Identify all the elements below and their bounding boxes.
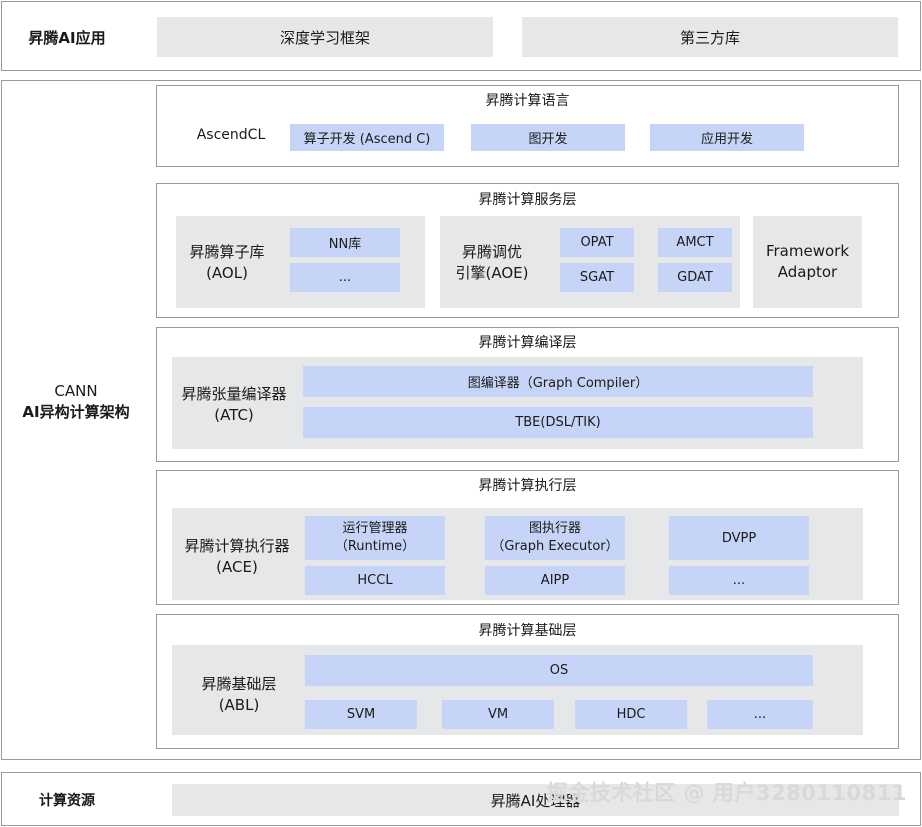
graph-executor-box: 图执行器 （Graph Executor） — [485, 516, 625, 560]
runtime-line1: 运行管理器 — [342, 521, 408, 536]
vm-box: VM — [442, 700, 554, 729]
graph-dev-box: 图开发 — [471, 124, 625, 151]
abl-label-line2: (ABL) — [218, 696, 260, 714]
runtime-line2: （Runtime） — [334, 539, 416, 554]
svm-box: SVM — [305, 700, 417, 729]
gdat-box: GDAT — [658, 263, 732, 292]
atc-label-line2: (ATC) — [214, 406, 254, 424]
aol-label-line2: (AOL) — [206, 264, 248, 282]
graph-compiler-box: 图编译器（Graph Compiler） — [303, 366, 813, 397]
service-layer-title: 昇腾计算服务层 — [478, 192, 577, 208]
framework-adaptor-line2: Adaptor — [777, 263, 838, 281]
cann-label: CANN AI异构计算架构 — [6, 380, 146, 424]
cann-label-line1: CANN — [54, 382, 98, 400]
cann-label-line2: AI异构计算架构 — [22, 403, 130, 421]
tbe-box: TBE(DSL/TIK) — [303, 407, 813, 438]
language-layer-title: 昇腾计算语言 — [485, 93, 570, 109]
aoe-label: 昇腾调优 引擎(AOE) — [446, 240, 538, 286]
hccl-box: HCCL — [305, 566, 445, 595]
ace-label: 昇腾计算执行器 (ACE) — [174, 534, 300, 580]
execute-layer-title: 昇腾计算执行层 — [478, 478, 577, 494]
aol-label-line1: 昇腾算子库 — [189, 243, 265, 261]
watermark: 掘金技术社区 @ 用户3280110811 — [546, 781, 907, 805]
graph-executor-line1: 图执行器 — [528, 521, 581, 536]
opat-box: OPAT — [560, 228, 634, 257]
hdc-box: HDC — [575, 700, 687, 729]
ascendcl-label: AscendCL — [196, 127, 266, 143]
graph-executor-line2: （Graph Executor） — [491, 539, 619, 554]
abl-label-line1: 昇腾基础层 — [201, 675, 277, 693]
ace-label-line2: (ACE) — [216, 558, 258, 576]
base-layer-title: 昇腾计算基础层 — [478, 623, 577, 639]
aoe-label-line2: 引擎(AOE) — [455, 264, 529, 282]
ascend-processor-box: 昇腾AI处理器 — [172, 784, 899, 816]
aol-more-box: ... — [290, 263, 400, 292]
atc-label-line1: 昇腾张量编译器 — [181, 385, 287, 403]
ace-label-line1: 昇腾计算执行器 — [184, 537, 290, 555]
nn-lib-box: NN库 — [290, 228, 400, 257]
app-layer-title: 昇腾AI应用 — [28, 28, 106, 47]
resource-layer-title: 计算资源 — [39, 793, 95, 809]
compile-layer-title: 昇腾计算编译层 — [478, 335, 577, 351]
aipp-box: AIPP — [485, 566, 625, 595]
app-dev-box: 应用开发 — [650, 124, 804, 151]
third-party-lib-box: 第三方库 — [522, 17, 898, 57]
atc-label: 昇腾张量编译器 (ATC) — [174, 382, 294, 428]
abl-label: 昇腾基础层 (ABL) — [182, 672, 296, 718]
os-box: OS — [305, 655, 813, 686]
base-more-box: ... — [707, 700, 813, 729]
dl-framework-box: 深度学习框架 — [157, 17, 493, 57]
framework-adaptor-line1: Framework — [765, 242, 850, 260]
sgat-box: SGAT — [560, 263, 634, 292]
amct-box: AMCT — [658, 228, 732, 257]
execute-more-box: ... — [669, 566, 809, 595]
dvpp-box: DVPP — [669, 516, 809, 560]
aoe-label-line1: 昇腾调优 — [461, 243, 522, 261]
operator-dev-box: 算子开发 (Ascend C) — [290, 124, 444, 151]
aol-label: 昇腾算子库 (AOL) — [180, 240, 274, 286]
runtime-box: 运行管理器 （Runtime） — [305, 516, 445, 560]
framework-adaptor-box: Framework Adaptor — [753, 216, 862, 308]
